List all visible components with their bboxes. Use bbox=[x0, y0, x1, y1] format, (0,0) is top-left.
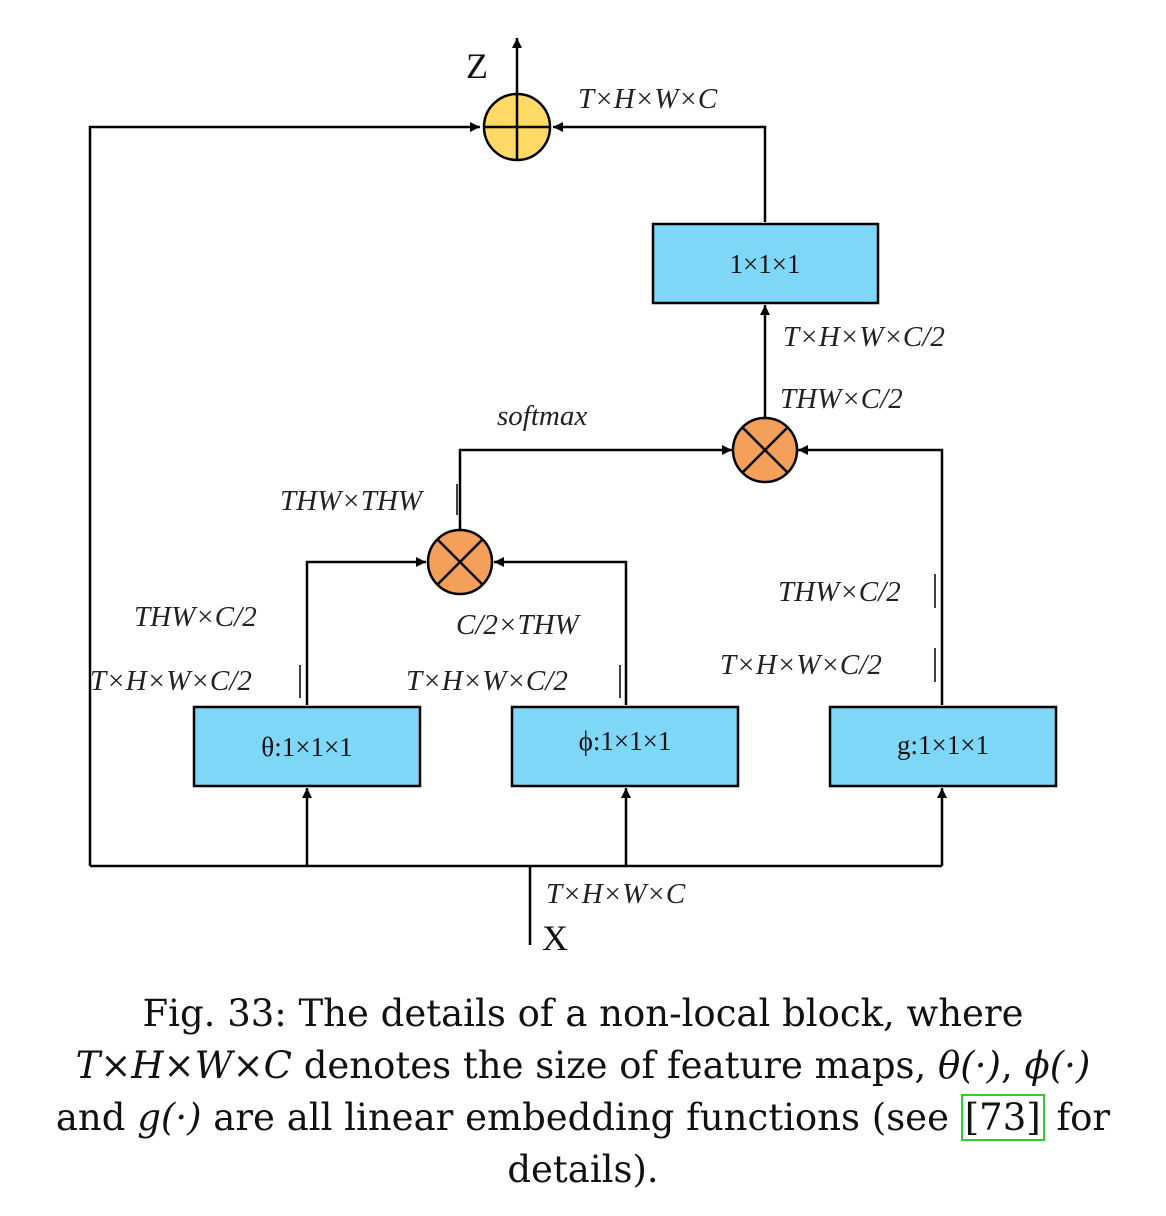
label-g-a: THW×C/2 bbox=[778, 576, 901, 608]
label-proj-in-b: THW×C/2 bbox=[780, 383, 903, 415]
residual-path bbox=[88, 122, 480, 866]
mul1-to-mul2 bbox=[458, 445, 732, 530]
g-box-label: g:1×1×1 bbox=[897, 730, 989, 760]
proj-box bbox=[651, 222, 880, 305]
label-theta-b: T×H×W×C/2 bbox=[90, 665, 252, 697]
phi-box bbox=[510, 705, 740, 788]
label-theta-a: THW×C/2 bbox=[134, 601, 257, 633]
caption-phi: ϕ(·) bbox=[1024, 1044, 1091, 1087]
phi-to-mul1 bbox=[494, 557, 628, 705]
theta-to-mul1 bbox=[305, 557, 426, 705]
z-label: Z bbox=[466, 46, 488, 86]
label-phi-b: T×H×W×C/2 bbox=[406, 665, 568, 697]
proj-box-label: 1×1×1 bbox=[730, 249, 801, 279]
caption-g: g(·) bbox=[137, 1096, 202, 1139]
citation-link[interactable]: [73] bbox=[960, 1094, 1045, 1141]
g-box bbox=[828, 705, 1058, 788]
phi-box-label: ϕ:1×1×1 bbox=[579, 726, 672, 756]
caption-math-size: T×H×W×C bbox=[75, 1044, 292, 1087]
figure-caption: Fig. 33: The details of a non-local bloc… bbox=[0, 988, 1166, 1196]
caption-line-2: T×H×W×C denotes the size of feature maps… bbox=[75, 1044, 1091, 1087]
mul-node-2 bbox=[731, 416, 799, 484]
x-label: X bbox=[542, 918, 568, 958]
label-top-right: T×H×W×C bbox=[578, 83, 718, 115]
label-phi-a: C/2×THW bbox=[456, 609, 582, 641]
g-to-mul2 bbox=[798, 445, 944, 705]
label-proj-in-a: T×H×W×C/2 bbox=[783, 321, 945, 353]
label-thw-thw: THW×THW bbox=[280, 485, 425, 517]
proj-to-sum bbox=[553, 122, 767, 222]
non-local-block-diagram: Z X 1×1×1 θ:1×1×1 ϕ:1×1×1 g:1×1×1 T×H×W×… bbox=[88, 38, 1058, 958]
caption-theta: θ(·) bbox=[938, 1044, 1001, 1087]
sum-node bbox=[482, 92, 552, 162]
caption-line-3: and g(·) are all linear embedding functi… bbox=[55, 1094, 1111, 1191]
label-softmax: softmax bbox=[497, 400, 587, 432]
caption-line-1: Fig. 33: The details of a non-local bloc… bbox=[142, 992, 1024, 1035]
mul-node-1 bbox=[426, 528, 494, 596]
label-input: T×H×W×C bbox=[546, 878, 686, 910]
theta-box-label: θ:1×1×1 bbox=[261, 732, 352, 762]
theta-box bbox=[192, 705, 422, 788]
label-g-b: T×H×W×C/2 bbox=[720, 649, 882, 681]
